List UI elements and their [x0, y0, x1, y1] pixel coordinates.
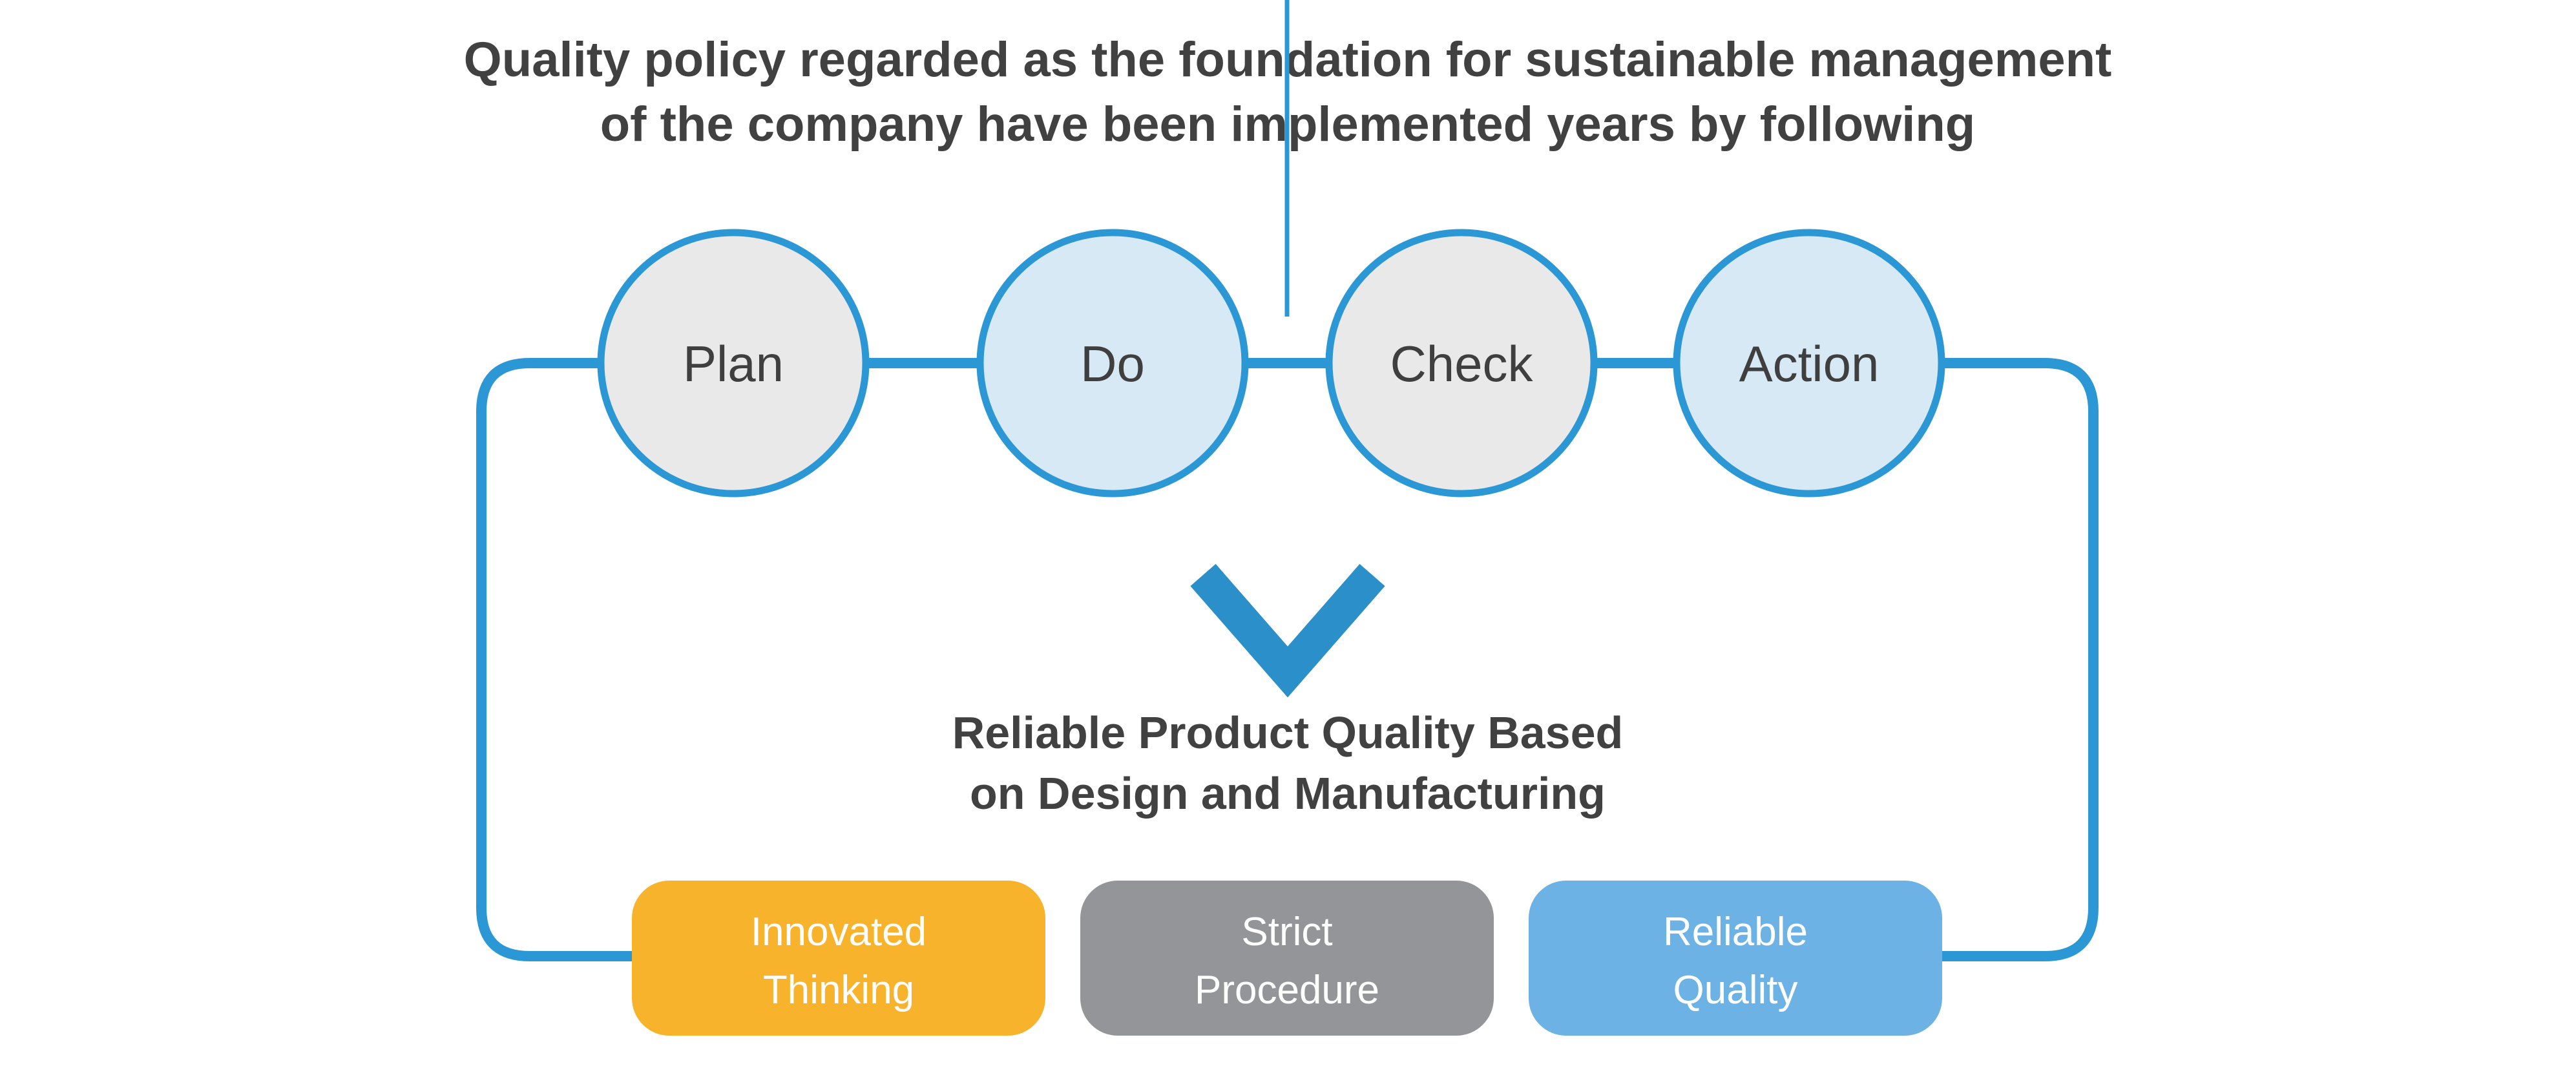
step-circle-action[interactable]: Action: [1673, 229, 1945, 497]
check-circle-shape[interactable]: [1325, 229, 1598, 497]
strict-procedure-pill-shape[interactable]: [1080, 881, 1494, 1036]
plan-label: Plan: [683, 335, 784, 392]
innovated-thinking-line-1: Innovated: [751, 910, 927, 954]
outcome-line-2: on Design and Manufacturing: [970, 768, 1606, 819]
cycle-loop-frame: [476, 358, 2099, 961]
reliable-quality-pill-shape[interactable]: [1529, 881, 1942, 1036]
step-circle-do[interactable]: Do: [976, 229, 1249, 497]
outcome-statement: Reliable Product Quality Based on Design…: [952, 707, 1624, 819]
loop-frame-path: [476, 358, 2099, 961]
pillar-innovated-thinking[interactable]: Innovated Thinking: [632, 881, 1045, 1036]
do-label: Do: [1080, 335, 1145, 392]
action-label: Action: [1739, 335, 1880, 392]
chevron-down-path: [1190, 563, 1385, 698]
outcome-line-1: Reliable Product Quality Based: [952, 707, 1624, 758]
step-circle-plan[interactable]: Plan: [597, 229, 870, 497]
plan-circle-shape[interactable]: [597, 229, 870, 497]
do-circle-shape[interactable]: [976, 229, 1249, 497]
innovated-thinking-pill-shape[interactable]: [632, 881, 1045, 1036]
chevron-down-icon: [1190, 563, 1385, 698]
innovated-thinking-line-2: Thinking: [763, 968, 914, 1012]
strict-procedure-line-2: Procedure: [1195, 968, 1379, 1012]
pillar-strict-procedure[interactable]: Strict Procedure: [1080, 881, 1494, 1036]
check-label: Check: [1390, 335, 1533, 392]
action-circle-shape[interactable]: [1673, 229, 1945, 497]
step-circle-check[interactable]: Check: [1325, 229, 1598, 497]
pillar-reliable-quality[interactable]: Reliable Quality: [1529, 881, 1942, 1036]
reliable-quality-line-1: Reliable: [1663, 910, 1808, 954]
strict-procedure-line-1: Strict: [1241, 910, 1332, 954]
reliable-quality-line-2: Quality: [1673, 968, 1798, 1012]
